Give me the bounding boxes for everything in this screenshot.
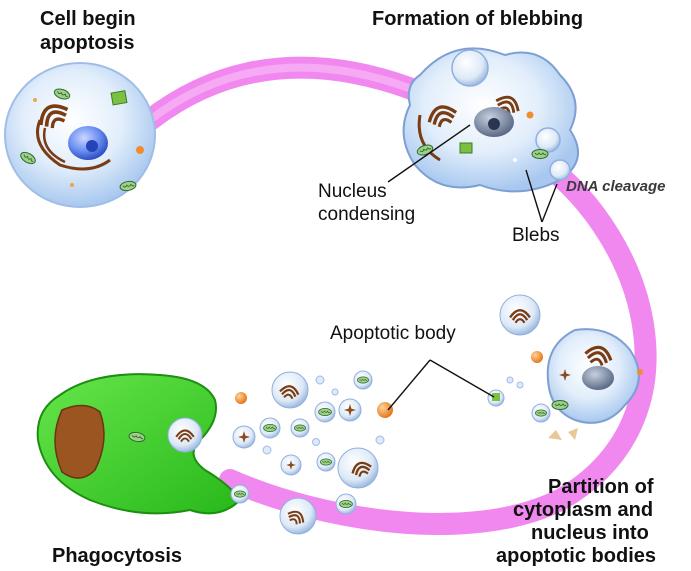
stage-blebbing: Formation of blebbing — [372, 8, 584, 30]
apoptotic-bodies — [232, 294, 551, 535]
healthy-cell — [4, 62, 156, 208]
callout-dna-cleavage: DNA cleavage — [566, 178, 666, 195]
stage-partition-line-3: nucleus into — [531, 522, 649, 544]
vesicle-icon — [110, 90, 128, 106]
partitioning-cell — [546, 328, 643, 440]
callout-blebs: Blebs — [512, 225, 560, 246]
stage-cell-begin-line-1: Cell begin — [40, 8, 136, 30]
stage-partition-line-1: Partition of — [548, 476, 654, 498]
callout-apoptotic-body: Apoptotic body — [330, 323, 456, 344]
callout-lines — [387, 124, 558, 411]
stage-partition-line-2: cytoplasm and — [513, 499, 654, 521]
stage-cell-begin-line-2: apoptosis — [40, 32, 135, 54]
stage-partition-line-4: apoptotic bodies — [496, 545, 656, 567]
stage-phagocytosis: Phagocytosis — [52, 545, 183, 567]
callout-nucleus-line-1: Nucleus — [318, 181, 387, 202]
blebbing-cell — [402, 47, 579, 193]
phagocyte — [36, 373, 250, 515]
callout-nucleus-line-2: condensing — [318, 204, 416, 225]
